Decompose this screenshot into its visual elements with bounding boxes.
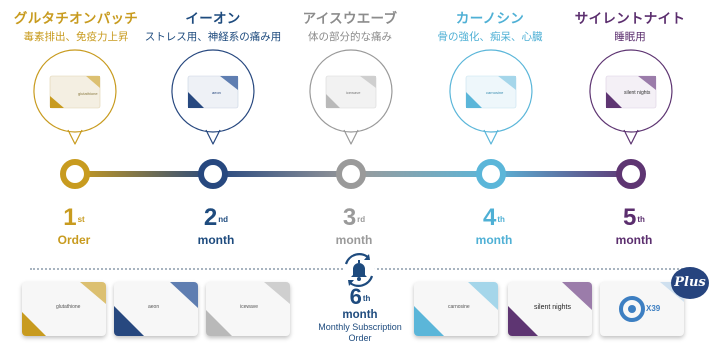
product-name: サイレントナイト — [574, 11, 686, 26]
product-name: カーノシン — [455, 11, 525, 26]
step-number: 3 — [342, 204, 357, 231]
packet-label: silent nights — [624, 90, 651, 96]
step-number: 1 — [63, 204, 77, 231]
product-bubble-silent-nights: silent nights — [589, 49, 673, 145]
packet-graphic — [508, 282, 592, 336]
packet-label: aeon — [148, 304, 160, 310]
step-suffix: th — [362, 294, 371, 303]
packet-label: icewave — [240, 304, 259, 310]
packet-graphic — [414, 282, 498, 336]
packet-glutathione: glutathione — [22, 282, 106, 336]
packet-label: glutathione — [78, 91, 98, 96]
packet-x39: X39 — [600, 282, 684, 336]
packet-carnosine: carnosine — [414, 282, 498, 336]
product-desc: 骨の強化、痴呆、心臓 — [437, 31, 543, 43]
product-col-1: グルタチオンパッチ 毒素排出、免疫力上昇 — [4, 7, 148, 44]
step-number: 4 — [483, 204, 497, 231]
x39-logo-icon — [619, 282, 684, 322]
product-desc: 毒素排出、免疫力上昇 — [23, 31, 129, 43]
step-suffix: th — [637, 215, 645, 224]
packet-label: icewave — [346, 90, 361, 95]
step-unit: month — [335, 233, 373, 247]
product-col-3: アイスウエーブ 体の部分的な痛み — [278, 7, 422, 44]
bell-refresh-icon — [343, 253, 375, 287]
product-desc: 睡眠用 — [614, 31, 646, 43]
step-unit: Order — [57, 233, 91, 247]
packet-silent-nights: silent nights — [508, 282, 592, 336]
step-suffix: nd — [218, 215, 229, 224]
subscription-order-label: Order — [348, 333, 372, 343]
step-suffix: rd — [357, 215, 366, 224]
timeline-node-3 — [336, 159, 366, 189]
product-bubble-icewave: icewave — [309, 49, 393, 145]
step-unit: month — [475, 233, 513, 247]
product-name: イーオン — [185, 11, 241, 26]
step-suffix: th — [497, 215, 505, 224]
step-suffix: st — [77, 215, 85, 224]
product-col-4: カーノシン 骨の強化、痴呆、心臓 — [418, 7, 562, 44]
timeline-node-2 — [198, 159, 228, 189]
timeline-step-2: 2nd month — [176, 204, 256, 248]
timeline-node-4 — [476, 159, 506, 189]
product-name: アイスウエーブ — [302, 11, 398, 26]
plus-badge: Plus — [671, 267, 709, 299]
product-bubble-glutathione: glutathione — [33, 49, 117, 145]
product-bubble-aeon: aeon — [171, 49, 255, 145]
timeline-step-6: 6th month Monthly Subscription Order — [300, 286, 420, 344]
step-unit: month — [615, 233, 653, 247]
timeline-node-5 — [616, 159, 646, 189]
timeline-step-5: 5th month — [594, 204, 674, 248]
packet-label: glutathione — [56, 304, 81, 310]
packet-label: carnosine — [448, 304, 470, 310]
packet-label: X39 — [646, 304, 661, 313]
product-col-5: サイレントナイト 睡眠用 — [558, 7, 702, 44]
packet-graphic — [22, 282, 106, 336]
timeline-step-4: 4th month — [454, 204, 534, 248]
packet-label: silent nights — [534, 304, 571, 311]
packet-graphic — [206, 282, 290, 336]
product-desc: ストレス用、神経系の痛み用 — [144, 31, 282, 43]
packet-label: aeon — [212, 90, 221, 95]
timeline-step-1: 1st Order — [34, 204, 114, 248]
step-number: 2 — [203, 204, 218, 231]
packet-graphic — [114, 282, 198, 336]
packet-aeon: aeon — [114, 282, 198, 336]
packet-icewave: icewave — [206, 282, 290, 336]
product-desc: 体の部分的な痛み — [308, 31, 392, 43]
timeline-node-1 — [60, 159, 90, 189]
subscription-label: Monthly Subscription — [318, 322, 402, 332]
product-col-2: イーオン ストレス用、神経系の痛み用 — [141, 7, 285, 44]
packet-label: carnosine — [486, 90, 504, 95]
product-name: グルタチオンパッチ — [13, 11, 139, 26]
step-number: 5 — [623, 204, 637, 231]
step-unit: month — [342, 309, 378, 321]
timeline-step-3: 3rd month — [314, 204, 394, 248]
step-unit: month — [197, 233, 235, 247]
step-number: 6 — [349, 284, 362, 309]
product-bubble-carnosine: carnosine — [449, 49, 533, 145]
